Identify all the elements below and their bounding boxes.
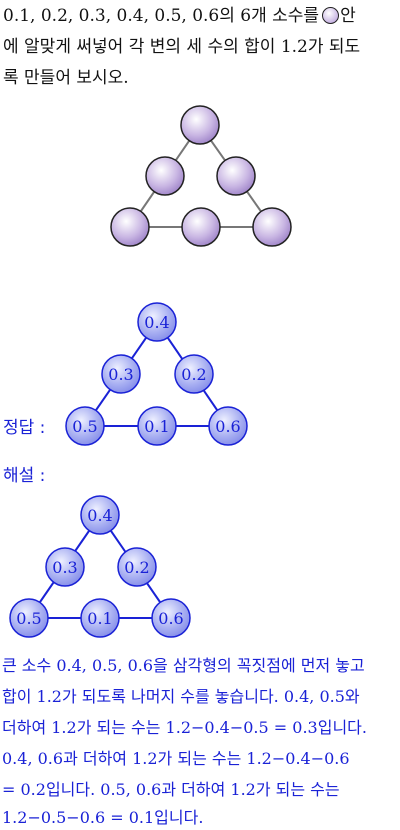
explanation-line-2: 합이 1.2가 되도록 나머지 수를 놓습니다. 0.4, 0.5와 [2, 687, 360, 706]
question-line-2: 에 알맞게 써넣어 각 변의 세 수의 합이 1.2가 되도 [3, 37, 361, 57]
explanation-value-left-mid: 0.3 [52, 558, 77, 577]
empty-circle-bottom-left [110, 207, 150, 247]
explanation-value-bottom-right: 0.6 [158, 609, 183, 628]
empty-circle-left-mid [145, 156, 185, 196]
question-line-3: 록 만들어 보시오. [3, 68, 129, 88]
explanation-node-bottom-left: 0.5 [9, 598, 49, 638]
explanation-value-bottom-mid: 0.1 [87, 609, 112, 628]
answer-label: 정답 : [3, 418, 46, 438]
explanation-line-6: 1.2−0.5−0.6 = 0.1입니다. [2, 808, 204, 827]
empty-circle-bottom-mid [181, 207, 221, 247]
answer-node-top: 0.4 [137, 302, 177, 342]
explanation-value-bottom-left: 0.5 [16, 609, 41, 628]
answer-node-left-mid: 0.3 [101, 354, 141, 394]
answer-triangle-diagram: 0.4 0.3 0.2 0.5 0.1 0.6 [65, 302, 248, 446]
explanation-label: 해설 : [3, 466, 46, 486]
answer-node-bottom-left: 0.5 [65, 406, 105, 446]
answer-value-bottom-left: 0.5 [72, 417, 97, 436]
answer-value-top: 0.4 [144, 313, 169, 332]
empty-circle-bottom-right [252, 207, 292, 247]
explanation-node-left-mid: 0.3 [45, 547, 85, 587]
explanation-value-right-mid: 0.2 [124, 558, 149, 577]
explanation-triangle-diagram: 0.4 0.3 0.2 0.5 0.1 0.6 [9, 495, 191, 638]
empty-circle-top [180, 105, 220, 145]
explanation-value-top: 0.4 [87, 506, 112, 525]
answer-value-bottom-mid: 0.1 [144, 417, 169, 436]
answer-value-right-mid: 0.2 [181, 365, 206, 384]
answer-node-right-mid: 0.2 [174, 354, 214, 394]
question-line-1: 0.1, 0.2, 0.3, 0.4, 0.5, 0.6의 6개 소수를 안 [3, 4, 356, 28]
explanation-line-5: = 0.2입니다. 0.5, 0.6과 더하여 1.2가 되는 수는 [2, 780, 340, 799]
answer-node-bottom-mid: 0.1 [137, 406, 177, 446]
explanation-node-right-mid: 0.2 [117, 547, 157, 587]
empty-circle-icon [322, 7, 340, 24]
answer-node-bottom-right: 0.6 [208, 406, 248, 446]
explanation-line-4: 0.4, 0.6과 더하여 1.2가 되는 수는 1.2−0.4−0.6 [2, 749, 350, 768]
question-text-1b: 안 [340, 6, 356, 26]
explanation-line-3: 더하여 1.2가 되는 수는 1.2−0.4−0.5 = 0.3입니다. [2, 718, 367, 737]
answer-value-left-mid: 0.3 [108, 365, 133, 384]
explanation-node-top: 0.4 [80, 495, 120, 535]
explanation-line-1: 큰 소수 0.4, 0.5, 0.6을 삼각형의 꼭짓점에 먼저 놓고 [2, 656, 365, 675]
empty-triangle-diagram [110, 105, 292, 247]
question-text-1a: 0.1, 0.2, 0.3, 0.4, 0.5, 0.6의 6개 소수를 [3, 6, 320, 26]
empty-circle-right-mid [216, 156, 256, 196]
explanation-node-bottom-right: 0.6 [151, 598, 191, 638]
explanation-node-bottom-mid: 0.1 [80, 598, 120, 638]
answer-value-bottom-right: 0.6 [215, 417, 240, 436]
